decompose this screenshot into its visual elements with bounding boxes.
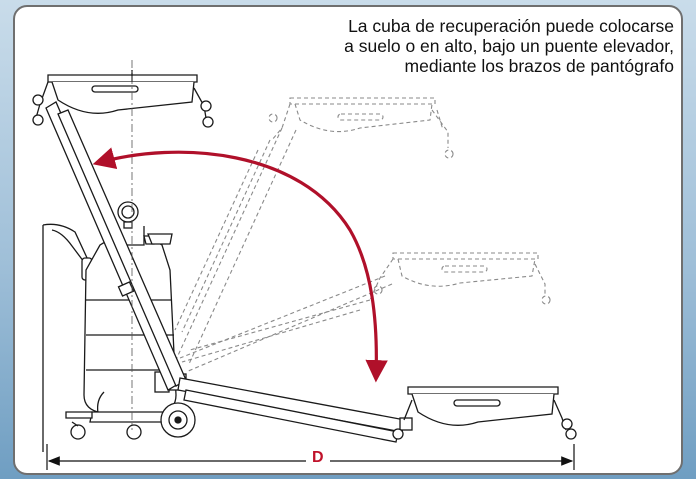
ghost-bowl-upper (268, 97, 454, 159)
arm-floor (177, 377, 413, 443)
caption: La cuba de recuperación puede colocarse … (254, 16, 674, 76)
bowl-raised (32, 70, 214, 128)
caption-line-1: La cuba de recuperación puede colocarse (348, 16, 674, 36)
caption-line-2: a suelo o en alto, bajo un puente elevad… (344, 36, 674, 56)
dimension-label: D (306, 449, 330, 467)
caption-line-3: mediante los brazos de pantógrafo (404, 56, 674, 76)
ghost-positions (174, 97, 551, 373)
bowl-floor (403, 386, 577, 440)
rotation-arrow (92, 147, 388, 383)
ghost-bowl-lower (369, 252, 551, 305)
